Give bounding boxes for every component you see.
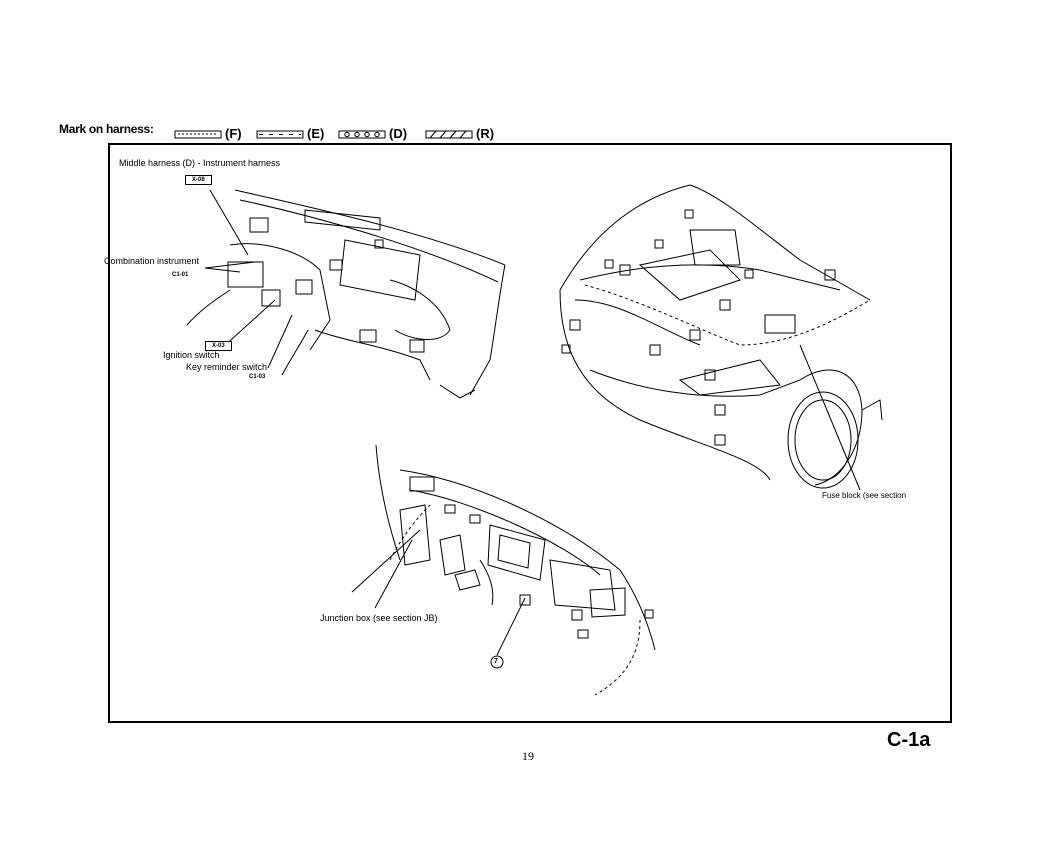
legend-code-r: (R) [476, 126, 495, 141]
dashboard-view-top-left [186, 189, 506, 399]
diagram-frame [108, 143, 952, 723]
combination-instrument-label: Combination instrument [104, 256, 200, 266]
ignition-switch-label: Ignition switch [163, 350, 220, 360]
page-number: 19 [522, 749, 534, 763]
connector-tag-c101: C1-01 [172, 272, 189, 278]
connector-tag-c103: C1-03 [249, 374, 266, 380]
ground-point-tag: 7 [494, 658, 498, 665]
legend-code-d: (D) [389, 126, 408, 141]
key-reminder-switch-label: Key reminder switch [186, 362, 268, 372]
middle-harness-label: Middle harness (D) - Instrument harness [119, 158, 281, 168]
legend-title: Mark on harness: [59, 122, 154, 136]
page-code: C-1a [887, 729, 931, 751]
fuse-block-label: Fuse block (see section [822, 491, 907, 500]
connector-tag-x08: X-08 [185, 175, 212, 185]
legend-code-e: (E) [307, 126, 325, 141]
connector-tag-x03: X-03 [205, 341, 232, 351]
engine-bay-view-right [559, 184, 883, 491]
legend-code-f: (F) [225, 126, 242, 141]
junction-box-label: Junction box (see section JB) [320, 613, 438, 623]
instrument-panel-view-bottom [351, 444, 656, 696]
